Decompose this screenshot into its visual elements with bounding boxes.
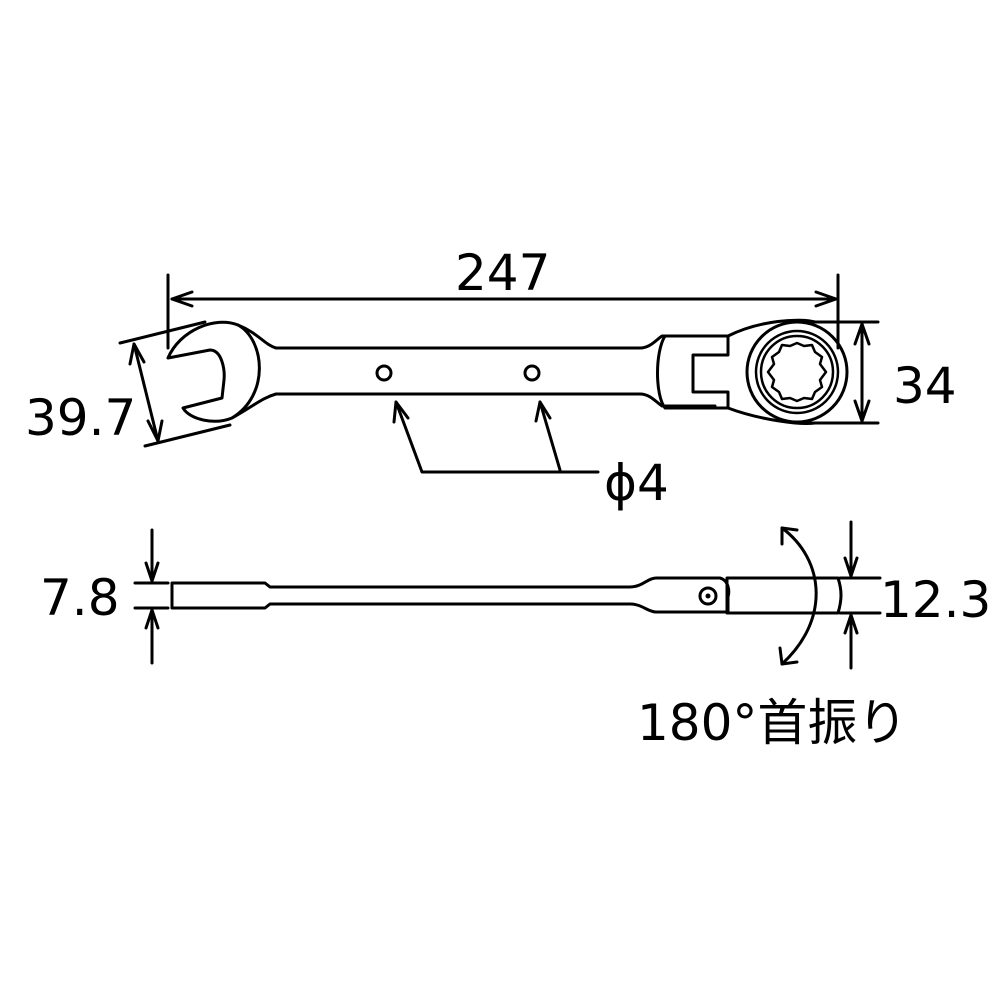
side-view: [133, 520, 882, 670]
ring-width-dimension: [795, 320, 880, 425]
hole-leader: [392, 400, 600, 474]
label-ring-end-width: 34: [893, 357, 957, 415]
open-end-width-dimension: [118, 320, 232, 448]
open-end-thickness-dimension: [133, 528, 170, 665]
label-overall-length: 247: [455, 244, 550, 302]
top-view: [118, 273, 880, 474]
label-ring-end-thickness: 12.3: [880, 571, 991, 629]
rotation-arrow-icon: [778, 526, 818, 666]
length-dimension: [166, 273, 840, 350]
label-open-end-width: 39.7: [25, 389, 136, 447]
hole-right: [523, 364, 541, 382]
side-shaft: [170, 576, 731, 614]
label-hole-diameter: ϕ4: [604, 454, 669, 512]
label-flex-note: 180°首振り: [637, 694, 907, 752]
twelve-point-box: [766, 341, 828, 403]
ring-end-thickness-dimension: [843, 520, 859, 670]
hole-left: [375, 364, 393, 382]
label-open-end-thickness: 7.8: [40, 569, 120, 627]
flex-joint: [656, 334, 730, 410]
pivot-pin: [698, 586, 718, 606]
